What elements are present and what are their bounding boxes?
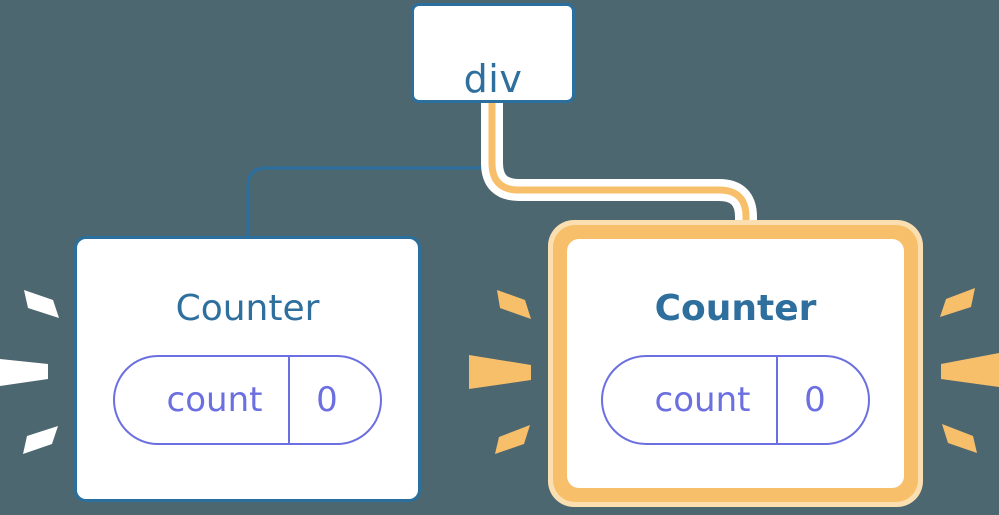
burst-ray — [942, 424, 977, 453]
burst-ray — [0, 359, 48, 386]
burst-left-of-counter-left — [0, 290, 59, 454]
edge-div-to-counter-right — [488, 100, 750, 240]
burst-right-of-counter-right — [940, 288, 999, 453]
burst-right-of-counter-left — [469, 290, 531, 454]
node-counter-left-label: Counter — [175, 288, 320, 329]
burst-ray — [469, 355, 531, 389]
state-pill-counter-right: count 0 — [601, 355, 870, 445]
burst-ray — [23, 426, 58, 454]
burst-ray — [497, 290, 531, 319]
burst-ray — [941, 353, 999, 387]
burst-ray — [940, 288, 975, 317]
state-value: 0 — [316, 380, 338, 420]
node-counter-right[interactable]: Counter count 0 — [567, 239, 904, 488]
state-key: count — [115, 357, 290, 443]
node-counter-right-highlight-frame: Counter count 0 — [548, 220, 923, 507]
node-counter-left[interactable]: Counter count 0 — [74, 236, 421, 502]
burst-ray — [24, 290, 59, 318]
node-div-label: div — [463, 57, 523, 101]
state-pill-counter-left: count 0 — [113, 355, 382, 445]
node-div[interactable]: div — [411, 3, 575, 103]
state-key: count — [603, 357, 778, 443]
state-value: 0 — [804, 380, 826, 420]
node-counter-right-highlight-ring: Counter count 0 — [553, 225, 918, 502]
node-counter-right-label: Counter — [654, 288, 817, 329]
burst-ray — [495, 425, 530, 454]
